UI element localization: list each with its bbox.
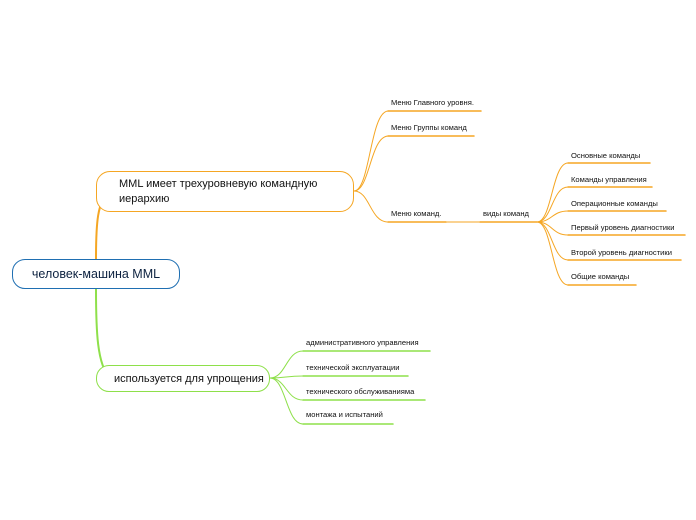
usage-operation-node[interactable]: технической эксплуатации <box>306 363 400 372</box>
branch2-to-item1-link <box>269 350 304 379</box>
usage-installation-testing-node[interactable]: монтажа и испытаний <box>306 410 383 419</box>
command-types-node[interactable]: виды команд <box>483 209 529 218</box>
menu-commands-node[interactable]: Меню команд. <box>391 209 442 218</box>
branch2-to-item3-link <box>269 377 304 401</box>
usage-administration-node[interactable]: административного управления <box>306 338 419 347</box>
usage-maintenance-node[interactable]: технического обслуживанияма <box>306 387 415 396</box>
subtopic-to-type2-link <box>536 186 569 223</box>
menu-main-level-node[interactable]: Меню Главного уровня. <box>391 98 474 107</box>
subtopic-to-type6-link <box>536 221 569 286</box>
branch-hierarchy-label: MML имеет трехуровневую командную иерарх… <box>119 177 318 205</box>
branch-usage-label: используется для упрощения <box>114 372 264 385</box>
branch1-to-item3-link <box>353 190 389 223</box>
branch2-to-item4-link <box>269 377 304 425</box>
branch-hierarchy-topic[interactable]: MML имеет трехуровневую командную иерарх… <box>96 171 354 212</box>
subtopic-to-type1-link <box>536 162 569 223</box>
root-topic-label: человек-машина MML <box>31 267 161 281</box>
type-diagnostics-level1-node[interactable]: Первый уровень диагностики <box>571 223 675 232</box>
type-operational-commands-node[interactable]: Операционные команды <box>571 199 658 208</box>
subtopic-to-type3-link <box>536 210 569 223</box>
branch1-to-item2-link <box>353 135 389 192</box>
branch-usage-topic[interactable]: используется для упрощения <box>96 365 270 392</box>
type-general-commands-node[interactable]: Общие команды <box>571 272 630 281</box>
root-topic[interactable]: человек-машина MML <box>12 259 180 289</box>
menu-command-group-node[interactable]: Меню Группы команд <box>391 123 467 132</box>
type-basic-commands-node[interactable]: Основные команды <box>571 151 641 160</box>
type-diagnostics-level2-node[interactable]: Второй уровень диагностики <box>571 248 672 257</box>
type-control-commands-node[interactable]: Команды управления <box>571 175 647 184</box>
branch1-to-item1-link <box>353 110 389 192</box>
